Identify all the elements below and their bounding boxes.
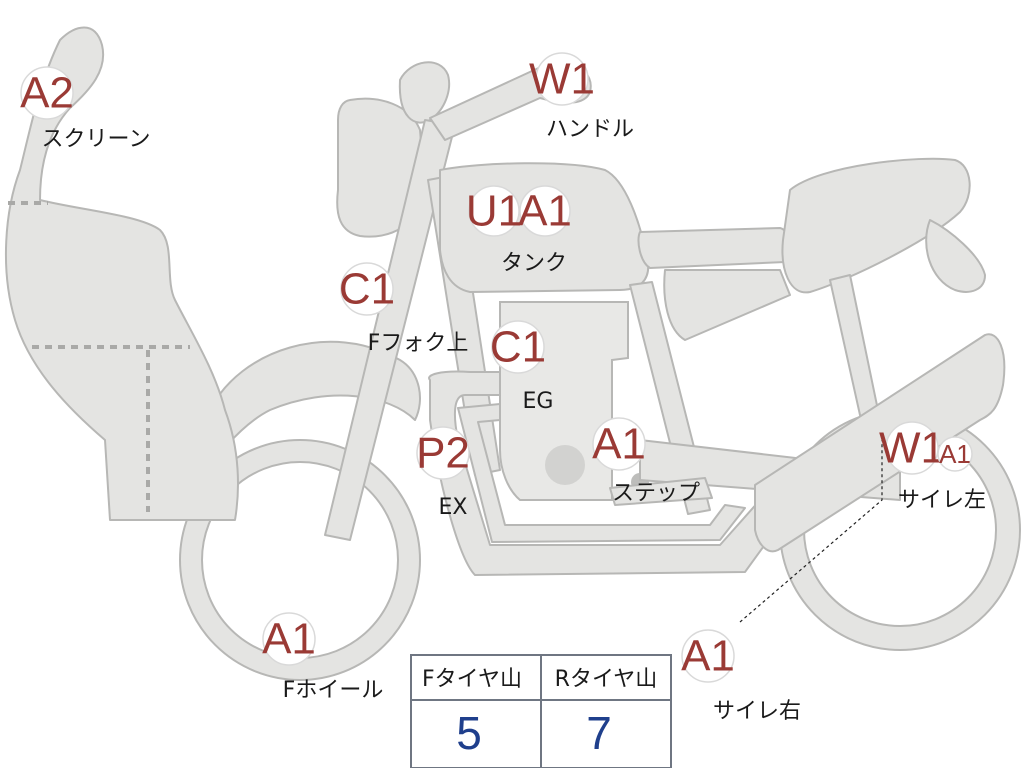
badge-handle-grade: W1 [529, 55, 595, 104]
rear-tire-value: 7 [586, 707, 612, 759]
badge-screen-grade: A2 [20, 69, 74, 118]
badge-a1 [592, 417, 646, 471]
rear-frame [829, 274, 881, 425]
tail-cowl [925, 219, 986, 293]
seat-rear [781, 157, 971, 294]
exhaust-pipe-inner [457, 403, 746, 543]
badge-exhaust-grade: P2 [416, 429, 470, 478]
rear-tire-header: Rタイヤ山 [555, 667, 658, 692]
part-muffler-right: A1 サイレ右 [681, 629, 801, 724]
part-step: A1 ステップ [592, 417, 700, 506]
badge-muffler-right-grade: A1 [681, 632, 735, 681]
badge-muffler-left-grade-1: W1 [879, 424, 945, 473]
label-handle: ハンドル [546, 117, 634, 142]
label-muffler-left: サイレ左 [898, 488, 986, 513]
footstep [609, 477, 713, 506]
badge-p2 [416, 426, 470, 480]
motorcycle-silhouette [4, 26, 1021, 681]
badge-a1-small [937, 436, 973, 472]
label-engine: EG [523, 389, 554, 414]
label-fwheel: Fホイール [283, 678, 384, 703]
engine-cover [545, 445, 585, 485]
part-engine: C1 EG [490, 320, 554, 414]
badge-a1 [681, 629, 735, 683]
badge-ffork-grade: C1 [339, 265, 395, 314]
badge-c1 [491, 320, 545, 374]
part-fwheel: A1 Fホイール [262, 612, 384, 703]
badge-w1 [885, 421, 939, 475]
badge-a1 [262, 612, 316, 666]
muffler-right-pointer [739, 440, 883, 623]
label-step: ステップ [612, 481, 700, 506]
label-muffler-right: サイレ右 [713, 699, 801, 724]
fairing [4, 26, 239, 521]
label-screen: スクリーン [42, 127, 151, 152]
badge-a2 [20, 66, 74, 120]
mirror [398, 61, 450, 124]
badge-muffler-left-grade-2: A1 [939, 439, 971, 469]
seat [637, 227, 791, 269]
label-ffork: Fフォク上 [368, 331, 469, 356]
badge-tank-grade-1: U1 [466, 187, 522, 236]
badge-a1 [519, 185, 571, 237]
label-exhaust: EX [439, 495, 468, 520]
front-tire-value: 5 [456, 707, 482, 759]
part-handle: W1 ハンドル [529, 52, 634, 142]
badge-w1 [535, 52, 589, 106]
part-tank: U1 A1 タンク [466, 185, 572, 276]
muffler [754, 333, 1006, 553]
badge-fwheel-grade: A1 [262, 615, 316, 664]
part-ffork: C1 Fフォク上 [339, 262, 469, 356]
side-cover [663, 269, 791, 341]
tire-tread-table: Fタイヤ山 Rタイヤ山 5 7 [410, 654, 672, 768]
front-tire-header: Fタイヤ山 [422, 667, 522, 692]
part-muffler-left: W1 A1 サイレ左 [879, 421, 986, 513]
badge-step-grade: A1 [592, 420, 646, 469]
part-screen: A2 スクリーン [20, 66, 151, 152]
part-exhaust: P2 EX [416, 426, 470, 520]
badge-tank-grade-2: A1 [518, 187, 572, 236]
label-tank: タンク [501, 251, 567, 276]
badge-c1 [340, 262, 394, 316]
badge-u1 [468, 185, 520, 237]
badge-engine-grade: C1 [490, 323, 546, 372]
